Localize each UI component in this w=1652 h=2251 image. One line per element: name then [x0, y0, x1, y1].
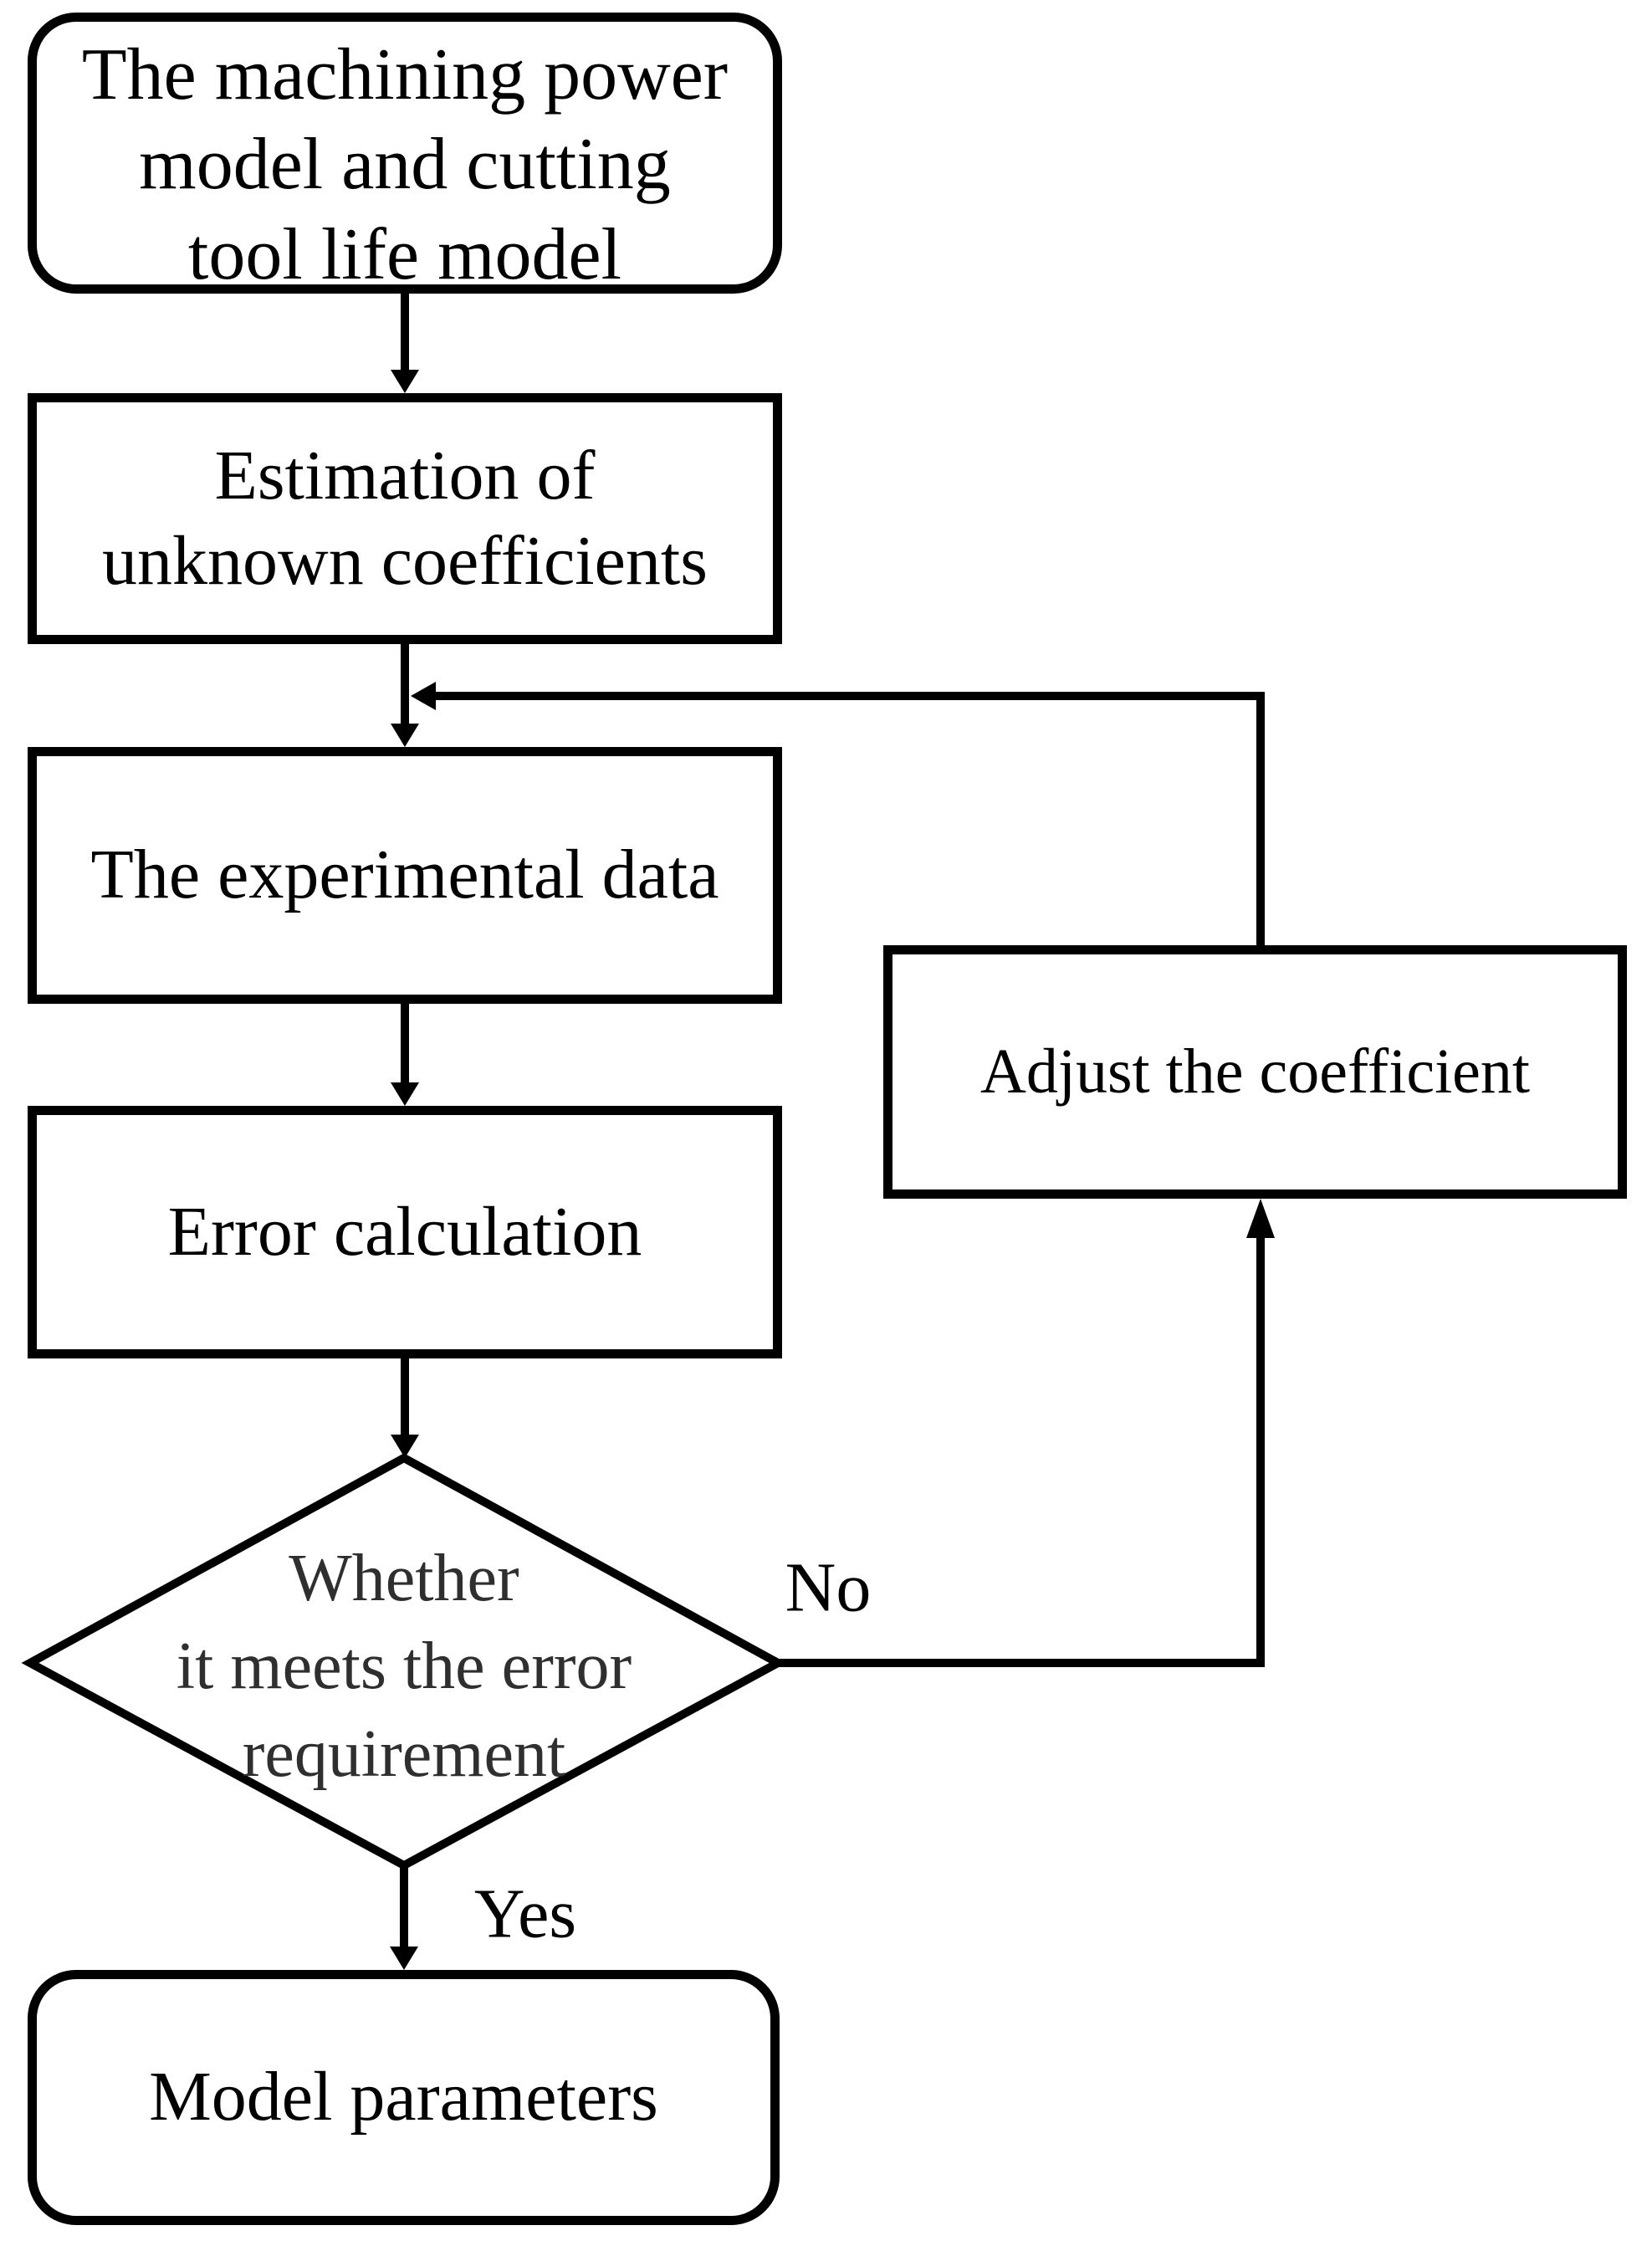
node-estimate-label: Estimation of unknown coefficients — [102, 433, 708, 605]
node-experimental-data: The experimental data — [28, 747, 782, 1004]
node-data-line: The experimental data — [90, 836, 719, 914]
node-adjust-coefficient: Adjust the coefficient — [883, 945, 1627, 1199]
edge-label-no: No — [785, 1548, 872, 1627]
node-start-line: model and cutting — [139, 124, 671, 206]
node-estimate-line: Estimation of — [214, 436, 596, 514]
node-result-line: Model parameters — [149, 2058, 658, 2136]
connector-feedback — [434, 692, 1265, 945]
node-error-label: Error calculation — [168, 1189, 642, 1275]
connector-no-branch — [778, 1236, 1265, 1667]
arrowhead-no-into-adjust — [1246, 1199, 1275, 1238]
node-adjust-label: Adjust the coefficient — [980, 1033, 1530, 1111]
node-result-label: Model parameters — [149, 2054, 658, 2140]
arrowhead-start-to-estimate — [391, 370, 419, 393]
node-start-line: The machining power — [81, 33, 729, 115]
node-model-parameters: Model parameters — [28, 1970, 780, 2225]
arrowhead-decision-to-result — [390, 1947, 418, 1970]
node-start-line: tool life model — [187, 213, 622, 295]
arrowhead-error-to-decision — [391, 1435, 419, 1458]
node-decision-label: Whether it meets the error requirement — [78, 1535, 730, 1798]
node-start: The machining power model and cutting to… — [28, 13, 782, 295]
node-start-label: The machining power model and cutting to… — [82, 7, 728, 299]
arrowhead-data-to-error — [391, 1082, 419, 1106]
arrowhead-feedback-junction — [411, 682, 436, 710]
node-adjust-line: Adjust the coefficient — [979, 1036, 1531, 1108]
edge-label-yes: Yes — [473, 1875, 577, 1953]
node-error-line: Error calculation — [167, 1192, 642, 1271]
node-decision-line: Whether — [289, 1542, 519, 1615]
node-decision-line: requirement — [242, 1717, 566, 1791]
arrowhead-estimate-to-data — [391, 724, 419, 747]
node-decision-line: it meets the error — [176, 1629, 632, 1703]
node-data-label: The experimental data — [91, 832, 719, 918]
node-estimate-coefficients: Estimation of unknown coefficients — [28, 393, 782, 644]
node-estimate-line: unknown coefficients — [102, 522, 708, 600]
node-error-calculation: Error calculation — [28, 1106, 782, 1358]
